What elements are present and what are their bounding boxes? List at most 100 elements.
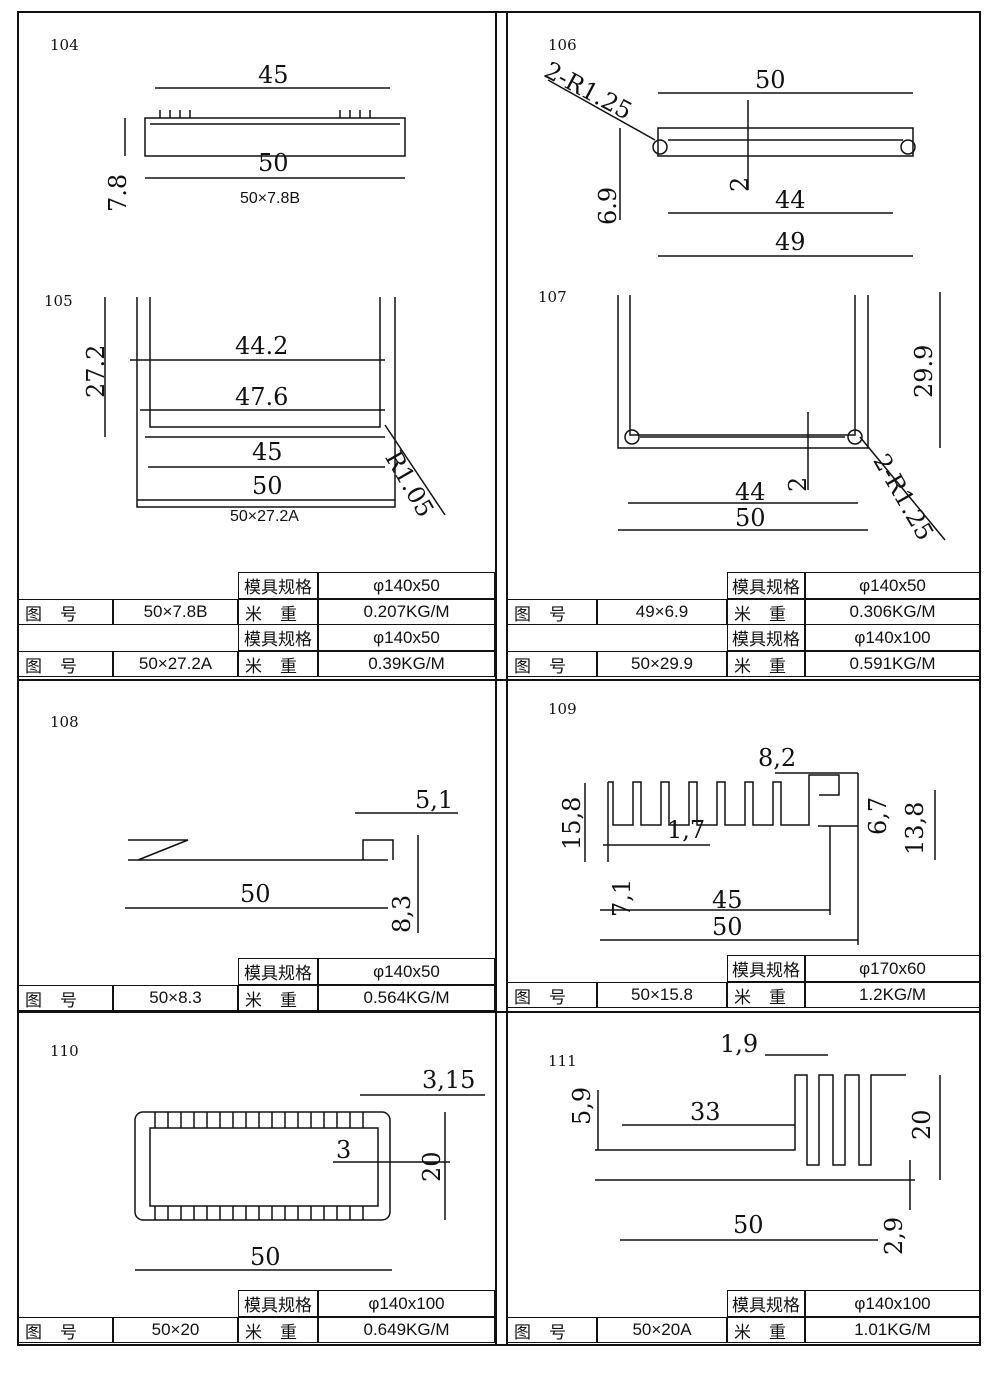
dimension-label: 7,1: [608, 878, 636, 917]
dimension-label: 8,2: [758, 744, 797, 772]
drawing-number-value: 50×8.3: [113, 985, 238, 1011]
weight-per-meter-label: 米重: [238, 985, 318, 1011]
weight-per-meter-label: 米重: [727, 1317, 805, 1343]
dimension-label: 1,9: [720, 1030, 759, 1058]
dimension-label: 8,3: [388, 894, 416, 933]
figure-number-111: 111: [548, 1052, 577, 1070]
dimension-label: 45: [258, 61, 289, 89]
dimension-label: 6.9: [594, 186, 622, 225]
mold-spec-label: 模具规格: [727, 1290, 805, 1317]
figure-number-105: 105: [44, 292, 73, 310]
dimension-label: 27.2: [82, 344, 110, 398]
weight-per-meter-label: 米重: [727, 599, 805, 625]
mold-spec-label: 模具规格: [727, 572, 805, 599]
profile-caption: 50×7.8B: [240, 190, 301, 207]
weight-per-meter-value: 0.306KG/M: [805, 599, 980, 625]
drawing-number-label: 图号: [507, 651, 597, 677]
dimension-label: 44.2: [235, 332, 289, 360]
dimension-label: 1,7: [667, 816, 706, 844]
dimension-label: 6,7: [864, 796, 892, 835]
weight-per-meter-label: 米重: [727, 982, 805, 1008]
mold-spec-label: 模具规格: [727, 955, 805, 982]
dimension-label: 44: [775, 186, 806, 214]
drawing-number-label: 图号: [507, 599, 597, 625]
mold-spec-label: 模具规格: [238, 958, 318, 985]
mold-spec-value: φ170x60: [805, 955, 980, 982]
dimension-label: 50: [252, 472, 283, 500]
drawing-number-label: 图号: [18, 599, 113, 625]
profile-111-drawing: [595, 1054, 941, 1241]
weight-per-meter-value: 0.564KG/M: [318, 985, 495, 1011]
drawing-number-value: 50×20A: [597, 1317, 727, 1343]
profile-106-drawing: [547, 79, 916, 257]
drawing-number-value: 50×29.9: [597, 651, 727, 677]
profile-caption: 50×27.2A: [230, 508, 299, 525]
drawing-number-value: 50×20: [113, 1317, 238, 1343]
weight-per-meter-value: 1.01KG/M: [805, 1317, 980, 1343]
profile-105-drawing: [104, 297, 446, 516]
dimension-label: 47.6: [235, 383, 289, 411]
mold-spec-value: φ140x50: [318, 624, 495, 651]
weight-per-meter-value: 0.39KG/M: [318, 651, 495, 677]
profile-104-drawing: [124, 87, 406, 179]
mold-spec-value: φ140x100: [805, 1290, 980, 1317]
weight-per-meter-value: 0.207KG/M: [318, 599, 495, 625]
mold-spec-value: φ140x50: [318, 958, 495, 985]
mold-spec-label: 模具规格: [238, 1290, 318, 1317]
dimension-label: 50: [240, 880, 271, 908]
drawing-number-value: 50×7.8B: [113, 599, 238, 625]
dimension-label: 20: [908, 1109, 936, 1140]
dimension-label: 20: [418, 1151, 446, 1182]
dimension-label: 5,9: [568, 1086, 596, 1125]
figure-number-108: 108: [50, 713, 79, 731]
drawing-number-label: 图号: [18, 651, 113, 677]
drawing-number-value: 50×15.8: [597, 982, 727, 1008]
weight-per-meter-label: 米重: [238, 651, 318, 677]
mold-spec-label: 模具规格: [238, 572, 318, 599]
drawing-number-label: 图号: [18, 985, 113, 1011]
dimension-label: 33: [690, 1098, 721, 1126]
weight-per-meter-value: 0.649KG/M: [318, 1317, 495, 1343]
weight-per-meter-label: 米重: [727, 651, 805, 677]
figure-number-107: 107: [538, 288, 567, 306]
mold-spec-value: φ140x50: [318, 572, 495, 599]
dimension-label: 15,8: [558, 796, 586, 850]
weight-per-meter-label: 米重: [238, 599, 318, 625]
dimension-label: 2: [784, 476, 812, 492]
dimension-label: 50: [735, 504, 766, 532]
dimension-label: 50: [755, 66, 786, 94]
figure-number-106: 106: [548, 36, 577, 54]
profile-109-drawing: [584, 772, 936, 945]
dimension-label: 13,8: [901, 801, 929, 855]
dimension-label: 29.9: [910, 344, 938, 398]
mold-spec-value: φ140x50: [805, 572, 980, 599]
dimension-label: 50: [733, 1211, 764, 1239]
dimension-label: 49: [775, 228, 806, 256]
figure-number-104: 104: [50, 36, 79, 54]
profile-108-drawing: [125, 812, 458, 933]
dimension-label: 45: [712, 886, 743, 914]
weight-per-meter-value: 0.591KG/M: [805, 651, 980, 677]
drawing-number-label: 图号: [507, 1317, 597, 1343]
dimension-label: 2: [726, 176, 754, 192]
dimension-label: 50: [712, 913, 743, 941]
profile-107-drawing: [617, 292, 946, 541]
mold-spec-value: φ140x100: [318, 1290, 495, 1317]
dimension-label: 5,1: [415, 786, 454, 814]
dimension-label: 3,15: [422, 1066, 476, 1094]
weight-per-meter-value: 1.2KG/M: [805, 982, 980, 1008]
mold-spec-label: 模具规格: [727, 624, 805, 651]
dimension-label: 45: [252, 438, 283, 466]
drawing-number-value: 50×27.2A: [113, 651, 238, 677]
mold-spec-value: φ140x100: [805, 624, 980, 651]
figure-number-109: 109: [548, 700, 577, 718]
weight-per-meter-label: 米重: [238, 1317, 318, 1343]
dimension-label: 7.8: [104, 173, 132, 212]
dimension-label: 50: [258, 149, 289, 177]
dimension-label: 44: [735, 478, 766, 506]
mold-spec-label: 模具规格: [238, 624, 318, 651]
dimension-label: 3: [336, 1136, 352, 1164]
dimension-label: 50: [250, 1243, 281, 1271]
drawing-number-label: 图号: [507, 982, 597, 1008]
